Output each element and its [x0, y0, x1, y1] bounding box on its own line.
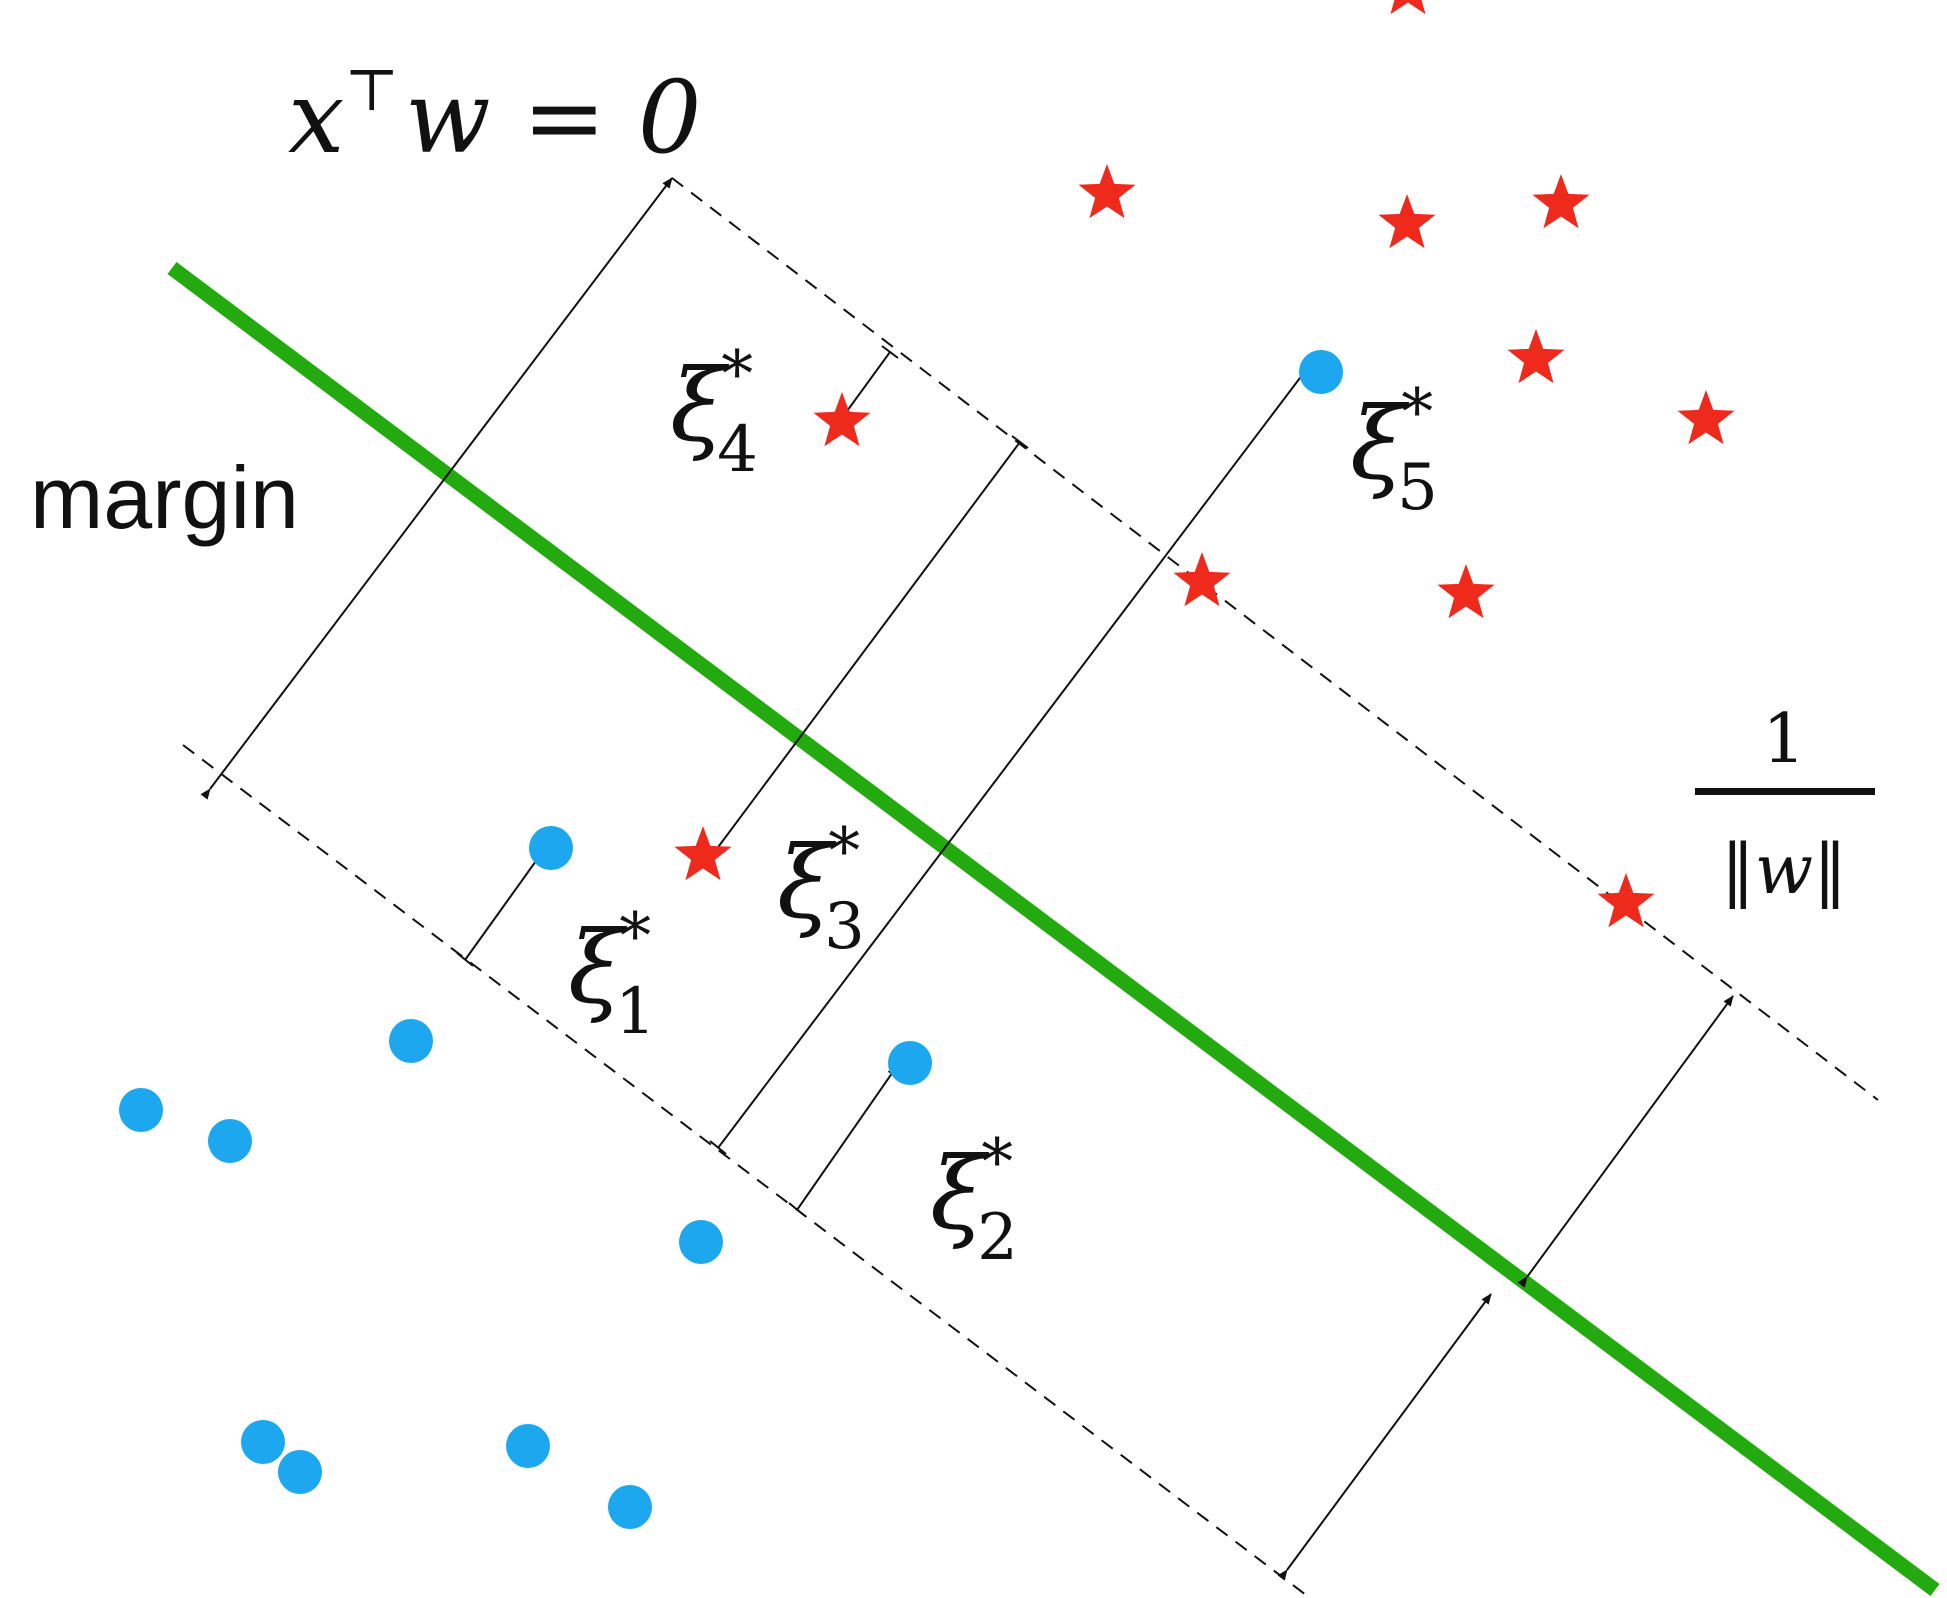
slack-tick-2 — [788, 1202, 806, 1217]
negative-circle-point — [506, 1424, 550, 1468]
upper-margin-line — [671, 177, 1879, 1101]
positive-star-point — [1078, 164, 1136, 219]
positive-star-point — [1173, 552, 1231, 607]
positive-star-point — [1437, 564, 1495, 619]
fraction-denominator: ‖w‖ — [1721, 831, 1847, 910]
margin-boundaries — [182, 177, 1879, 1598]
slack-tick-1 — [456, 952, 474, 967]
negative-class-points — [119, 350, 1343, 1529]
slack-label-2-sup: * — [981, 1126, 1013, 1200]
slack-label-1-base: ξ — [568, 909, 628, 1026]
negative-circle-point — [119, 1088, 163, 1132]
half-margin-fraction: 1 ‖w‖ — [1695, 700, 1875, 910]
slack-label-2-sub: 2 — [977, 1201, 1018, 1275]
negative-circle-point — [608, 1485, 652, 1529]
positive-star-point — [1378, 194, 1436, 249]
negative-circle-point — [208, 1119, 252, 1163]
lower-margin-line — [182, 744, 1311, 1598]
slack-arrow-2 — [796, 1065, 898, 1211]
negative-circle-point — [241, 1420, 285, 1464]
positive-star-point — [1507, 329, 1565, 384]
slack-tick-3 — [709, 1140, 727, 1155]
positive-star-point — [813, 392, 871, 447]
slack-label-2-base: ξ — [930, 1135, 990, 1252]
equation-x: x — [288, 59, 344, 176]
equation-rest: w = 0 — [405, 59, 702, 176]
slack-label-5-sub: 5 — [1397, 451, 1438, 525]
negative-circle-point — [389, 1019, 433, 1063]
margin-double-arrow — [200, 177, 673, 800]
slack-label-3: ξ*3 — [777, 815, 865, 964]
slack-label-5: ξ*5 — [1350, 376, 1438, 525]
negative-circle-point — [888, 1041, 932, 1085]
slack-arrow-3-reverse — [709, 441, 1021, 859]
half-margin-upper-double-arrow — [1517, 995, 1734, 1288]
slack-label-4-sub: 4 — [717, 413, 758, 487]
negative-circle-point — [1299, 350, 1343, 394]
slack-arrow-3 — [717, 361, 1313, 1149]
slack-label-1-sup: * — [619, 900, 651, 974]
slack-label-1-sub: 1 — [615, 975, 656, 1049]
decision-boundary-line — [167, 261, 1940, 1597]
equation-transpose: ⊤ — [344, 56, 399, 124]
slack-label-3-base: ξ — [777, 824, 837, 941]
slack-tick-4 — [881, 345, 899, 359]
positive-star-point — [1677, 390, 1735, 445]
slack-label-2: ξ*2 — [930, 1126, 1018, 1275]
slack-label-5-base: ξ — [1350, 385, 1410, 502]
half-margin-lower-double-arrow — [1277, 1293, 1492, 1581]
positive-star-point — [674, 826, 732, 881]
positive-class-points — [674, 0, 1735, 928]
fraction-numerator: 1 — [1762, 700, 1805, 779]
slack-label-4-base: ξ — [670, 347, 730, 464]
slack-label-3-sub: 3 — [824, 890, 865, 964]
slack-tick-3-reverse — [1011, 435, 1029, 449]
negative-circle-point — [679, 1220, 723, 1264]
slack-label-4: ξ*4 — [670, 338, 758, 487]
arrows — [200, 177, 1734, 1581]
boundary-equation-label: x⊤w = 0 — [288, 56, 702, 176]
fraction-bar — [1695, 788, 1875, 795]
positive-star-point — [1597, 873, 1655, 928]
margin-label: margin — [30, 448, 299, 547]
slack-arrow-4 — [841, 351, 891, 419]
positive-star-point — [1390, 0, 1426, 15]
negative-circle-point — [278, 1450, 322, 1494]
slack-label-3-sup: * — [828, 815, 860, 889]
negative-circle-point — [529, 826, 573, 870]
slack-label-5-sup: * — [1401, 376, 1433, 450]
positive-star-point — [1532, 174, 1590, 229]
slack-label-1: ξ*1 — [568, 900, 656, 1049]
slack-label-4-sup: * — [721, 338, 753, 412]
